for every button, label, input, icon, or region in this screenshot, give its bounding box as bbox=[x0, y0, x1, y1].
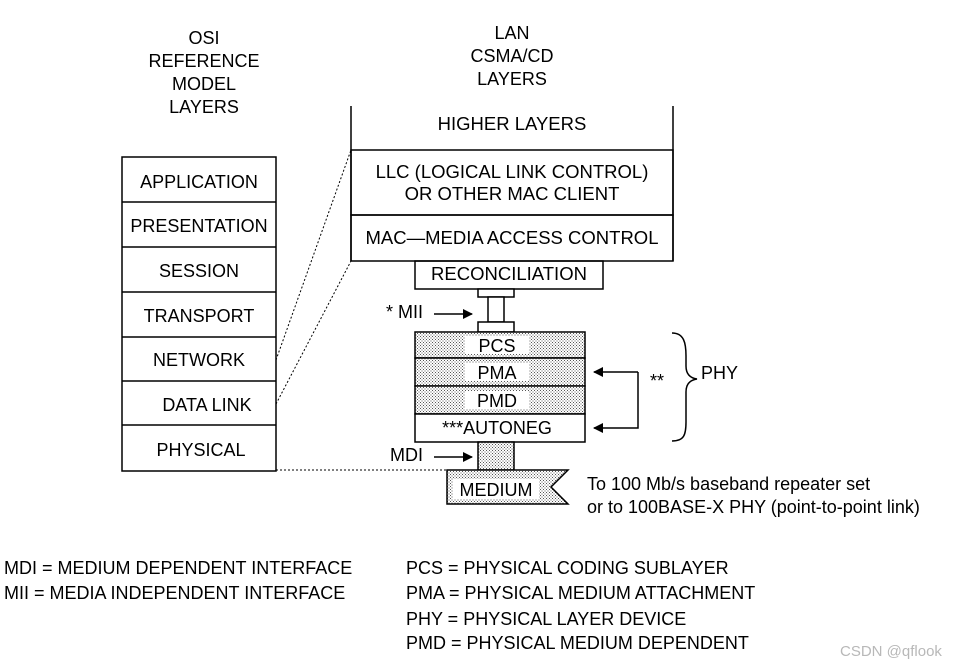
legend-item: PMD = PHYSICAL MEDIUM DEPENDENT bbox=[406, 633, 749, 653]
mii-connector bbox=[477, 288, 515, 333]
pcs-label-bg bbox=[465, 336, 529, 354]
osi-layer-application: APPLICATION bbox=[140, 172, 258, 192]
pcs-label: PCS bbox=[478, 336, 515, 356]
pmd-label-bg bbox=[465, 391, 529, 409]
osi-heading: OSI REFERENCE MODEL LAYERS bbox=[148, 28, 259, 117]
pmd-label: PMD bbox=[477, 391, 517, 411]
phy-label: PHY bbox=[701, 363, 738, 383]
lan-heading-line: CSMA/CD bbox=[470, 46, 553, 66]
osi-heading-line: LAYERS bbox=[169, 97, 239, 117]
legend-item: PHY = PHYSICAL LAYER DEVICE bbox=[406, 609, 686, 629]
mac-label: MAC—MEDIA ACCESS CONTROL bbox=[366, 227, 659, 248]
legend: MDI = MEDIUM DEPENDENT INTERFACE MII = M… bbox=[4, 558, 755, 653]
pma-label: PMA bbox=[477, 363, 516, 383]
reconciliation-label: RECONCILIATION bbox=[431, 263, 587, 284]
osi-heading-line: OSI bbox=[188, 28, 219, 48]
osi-layer-network: NETWORK bbox=[153, 350, 245, 370]
watermark: CSDN @qflook bbox=[840, 643, 942, 660]
mapping-line-lower bbox=[275, 260, 352, 405]
repeater-note: To 100 Mb/s baseband repeater set bbox=[587, 474, 870, 494]
osi-layer-transport: TRANSPORT bbox=[144, 306, 255, 326]
legend-item: PMA = PHYSICAL MEDIUM ATTACHMENT bbox=[406, 583, 755, 603]
legend-item: MII = MEDIA INDEPENDENT INTERFACE bbox=[4, 583, 345, 603]
mdi-connector bbox=[477, 441, 515, 471]
mii-label: * MII bbox=[386, 302, 423, 322]
legend-item: PCS = PHYSICAL CODING SUBLAYER bbox=[406, 558, 729, 578]
autoneg-label: ***AUTONEG bbox=[442, 418, 552, 438]
mdi-label: MDI bbox=[390, 445, 423, 465]
osi-stack-frame bbox=[121, 156, 277, 472]
higher-layers-label: HIGHER LAYERS bbox=[438, 113, 587, 134]
legend-item: MDI = MEDIUM DEPENDENT INTERFACE bbox=[4, 558, 352, 578]
osi-heading-line: MODEL bbox=[172, 74, 236, 94]
lan-heading: LAN CSMA/CD LAYERS bbox=[470, 23, 553, 89]
autoneg-loop-arrow bbox=[593, 372, 639, 433]
llc-label: LLC (LOGICAL LINK CONTROL) bbox=[376, 161, 649, 182]
osi-layer-data-link: DATA LINK bbox=[162, 395, 251, 415]
lan-heading-line: LAN bbox=[494, 23, 529, 43]
mapping-line-upper bbox=[275, 149, 352, 361]
osi-layer-physical: PHYSICAL bbox=[156, 440, 245, 460]
mapping-lines bbox=[275, 149, 478, 471]
medium-label-bg bbox=[453, 479, 539, 499]
llc-label: OR OTHER MAC CLIENT bbox=[405, 183, 620, 204]
phy-brace bbox=[671, 332, 698, 442]
pma-label-bg bbox=[465, 363, 529, 381]
medium-label: MEDIUM bbox=[460, 480, 533, 500]
autoneg-loop bbox=[593, 367, 639, 433]
osi-layer-session: SESSION bbox=[159, 261, 239, 281]
osi-stack bbox=[121, 156, 277, 472]
osi-heading-line: REFERENCE bbox=[148, 51, 259, 71]
double-star-label: ** bbox=[650, 371, 664, 391]
repeater-note: or to 100BASE-X PHY (point-to-point link… bbox=[587, 497, 920, 517]
osi-layer-presentation: PRESENTATION bbox=[130, 216, 267, 236]
lan-heading-line: LAYERS bbox=[477, 69, 547, 89]
